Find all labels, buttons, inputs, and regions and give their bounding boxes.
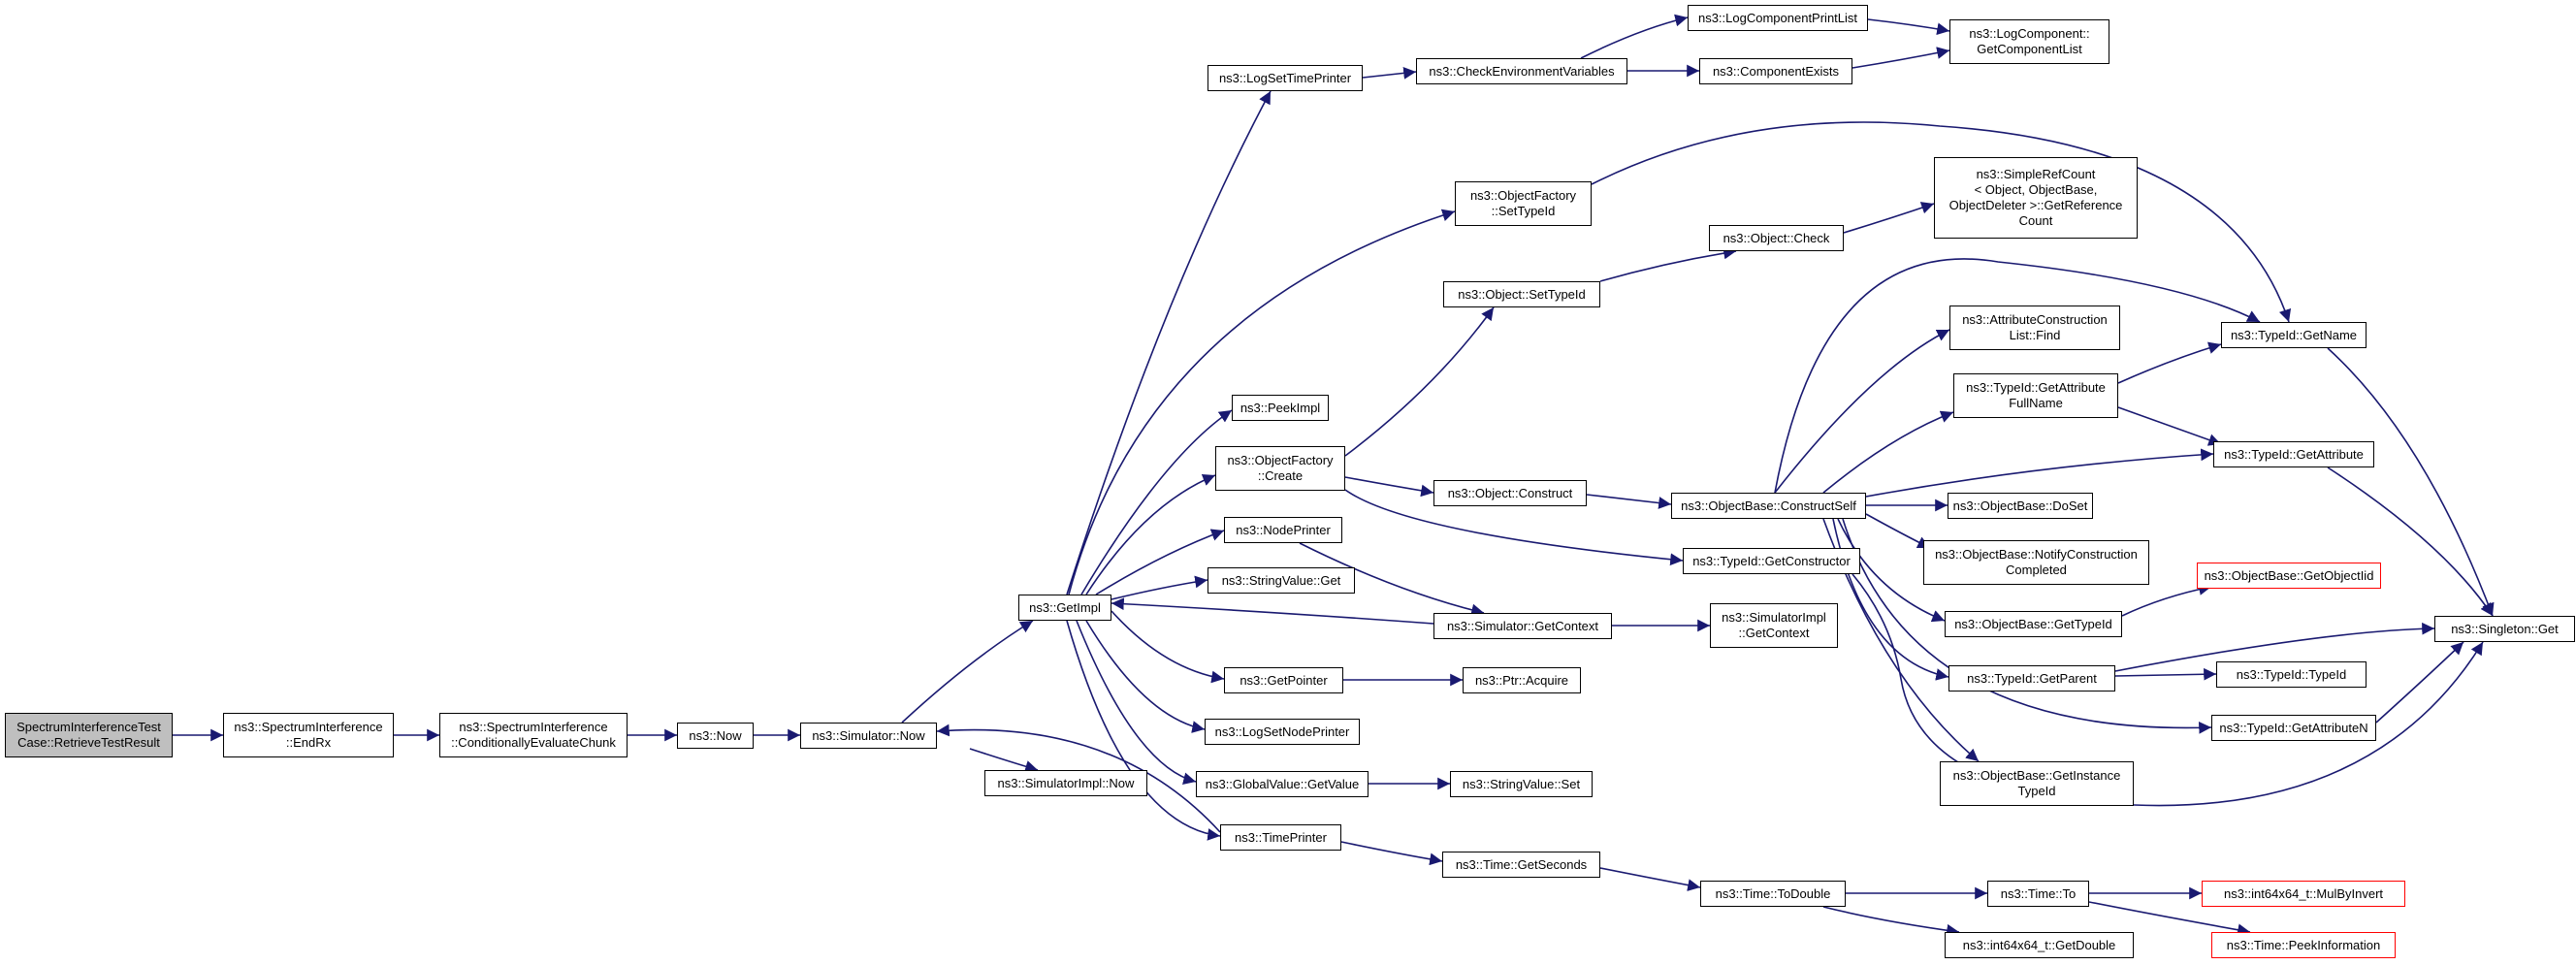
edge-getimpl-stringvalueget xyxy=(1111,575,1208,600)
edge-ofcreate-tidgetconstructor xyxy=(1344,489,1684,566)
edge-objcheck-simplerefcount xyxy=(1843,202,1935,234)
node-type-id-get-attribute[interactable]: ns3::TypeId::GetAttribute xyxy=(2213,441,2374,467)
edge-obconstructself-attrconstrfind xyxy=(1774,329,1950,494)
node-get-impl[interactable]: ns3::GetImpl xyxy=(1018,595,1111,621)
edge-tidgetattr-singletonget xyxy=(2327,466,2494,617)
edge-tidgetname-singletonget xyxy=(2327,347,2495,617)
node-get-pointer[interactable]: ns3::GetPointer xyxy=(1224,667,1343,693)
node-object-base-get-instance-type-id[interactable]: ns3::ObjectBase::GetInstance TypeId xyxy=(1940,761,2134,806)
edge-getimpl-getpointer xyxy=(1111,610,1225,684)
node-object-base-construct-self[interactable]: ns3::ObjectBase::ConstructSelf xyxy=(1671,493,1866,519)
node-time-get-seconds[interactable]: ns3::Time::GetSeconds xyxy=(1442,852,1600,878)
edge-getimpl-logsettimeprinter xyxy=(1066,90,1272,595)
edge-obconstructself-obgettypeid xyxy=(1837,518,1946,623)
edge-objsettypeid-objcheck xyxy=(1599,246,1737,282)
node-int64x64-get-double[interactable]: ns3::int64x64_t::GetDouble xyxy=(1945,932,2134,958)
node-log-set-time-printer[interactable]: ns3::LogSetTimePrinter xyxy=(1208,65,1363,91)
node-object-factory-set-type-id[interactable]: ns3::ObjectFactory ::SetTypeId xyxy=(1455,181,1592,226)
node-log-component-print-list[interactable]: ns3::LogComponentPrintList xyxy=(1688,5,1868,31)
node-simulator-impl-get-context[interactable]: ns3::SimulatorImpl ::GetContext xyxy=(1710,603,1838,648)
node-int64x64-mul-by-invert[interactable]: ns3::int64x64_t::MulByInvert xyxy=(2202,881,2405,907)
edge-timeprinter-simnow xyxy=(936,724,1221,833)
edge-timeto-peekinfo xyxy=(2088,901,2251,937)
edge-timegetseconds-timetodouble xyxy=(1599,867,1701,891)
edge-getimpl-peekimpl xyxy=(1080,409,1233,595)
node-attribute-construction-list-find[interactable]: ns3::AttributeConstruction List::Find xyxy=(1949,306,2120,350)
edge-tidgetattrn-singletonget xyxy=(2375,641,2464,724)
edge-getimpl-gvgetvalue xyxy=(1076,620,1197,786)
node-simulator-impl-now[interactable]: ns3::SimulatorImpl::Now xyxy=(984,770,1147,796)
edge-obgettypeid-obgetobjectiid xyxy=(2121,583,2212,617)
node-ptr-acquire[interactable]: ns3::Ptr::Acquire xyxy=(1463,667,1581,693)
edge-obconstructself-tidgetattr xyxy=(1865,448,2214,498)
edge-simnow-simimplnow xyxy=(969,748,1039,773)
node-peek-impl[interactable]: ns3::PeekImpl xyxy=(1232,395,1329,421)
node-check-environment-variables[interactable]: ns3::CheckEnvironmentVariables xyxy=(1416,58,1627,84)
node-object-construct[interactable]: ns3::Object::Construct xyxy=(1433,480,1587,506)
edge-timetodouble-getdouble xyxy=(1822,906,1960,937)
edge-logcompprintlist-getcomplist xyxy=(1867,18,1950,36)
edge-getimpl-ofsettypeid xyxy=(1068,209,1456,595)
edge-ofcreate-objsettypeid xyxy=(1344,306,1495,457)
node-simulator-now[interactable]: ns3::Simulator::Now xyxy=(800,723,937,749)
node-type-id-get-attribute-full-name[interactable]: ns3::TypeId::GetAttribute FullName xyxy=(1953,373,2118,418)
edge-obconstructself-obnotify xyxy=(1865,513,1931,549)
edge-checkenv-logcompprintlist xyxy=(1580,14,1689,59)
edge-compexists-getcomplist xyxy=(1852,47,1950,69)
edge-objconstruct-obconstructself xyxy=(1586,494,1672,509)
node-singleton-get[interactable]: ns3::Singleton::Get xyxy=(2434,616,2575,642)
node-string-value-set[interactable]: ns3::StringValue::Set xyxy=(1450,771,1593,797)
edge-tidgetparent-singletonget xyxy=(2114,622,2435,672)
node-time-to[interactable]: ns3::Time::To xyxy=(1987,881,2089,907)
node-component-exists[interactable]: ns3::ComponentExists xyxy=(1699,58,1852,84)
node-global-value-get-value[interactable]: ns3::GlobalValue::GetValue xyxy=(1196,771,1368,797)
node-simple-ref-count-get-reference-count[interactable]: ns3::SimpleRefCount < Object, ObjectBase… xyxy=(1934,157,2138,239)
edge-nodeprinter-simgetcontext xyxy=(1299,542,1485,617)
node-type-id-get-name[interactable]: ns3::TypeId::GetName xyxy=(2221,322,2367,348)
node-simulator-get-context[interactable]: ns3::Simulator::GetContext xyxy=(1433,613,1612,639)
edge-timeprinter-timegetseconds xyxy=(1340,841,1443,866)
edge-getimpl-logsetnodeprinter xyxy=(1085,620,1206,733)
node-now[interactable]: ns3::Now xyxy=(677,723,754,749)
edge-obconstructself-tidgetname xyxy=(1774,258,2261,494)
node-object-base-do-set[interactable]: ns3::ObjectBase::DoSet xyxy=(1948,493,2093,519)
node-get-component-list[interactable]: ns3::LogComponent:: GetComponentList xyxy=(1949,19,2109,64)
node-type-id-type-id[interactable]: ns3::TypeId::TypeId xyxy=(2216,661,2367,688)
edge-obconstructself-tidgetattrfullname xyxy=(1822,410,1954,494)
node-object-factory-create[interactable]: ns3::ObjectFactory ::Create xyxy=(1215,446,1345,491)
node-object-check[interactable]: ns3::Object::Check xyxy=(1709,225,1844,251)
node-spectrum-interference-test-retrieve-test-result[interactable]: SpectrumInterferenceTest Case::RetrieveT… xyxy=(5,713,173,757)
edge-ofcreate-objconstruct xyxy=(1344,476,1434,498)
node-object-base-get-object-iid[interactable]: ns3::ObjectBase::GetObjectIid xyxy=(2197,563,2381,589)
edge-ofsettypeid-tidgetname xyxy=(1591,121,2292,323)
node-object-base-get-type-id[interactable]: ns3::ObjectBase::GetTypeId xyxy=(1945,611,2122,637)
node-object-base-notify-construction-completed[interactable]: ns3::ObjectBase::NotifyConstruction Comp… xyxy=(1923,540,2149,585)
node-spectrum-interference-endrx[interactable]: ns3::SpectrumInterference ::EndRx xyxy=(223,713,394,757)
node-type-id-get-attribute-n[interactable]: ns3::TypeId::GetAttributeN xyxy=(2211,715,2376,741)
node-time-peek-information[interactable]: ns3::Time::PeekInformation xyxy=(2211,932,2396,958)
edge-tidgetparent-tidtypeid xyxy=(2114,667,2217,681)
edge-simnow-getimpl xyxy=(901,620,1034,724)
edge-simgetcontext-getimpl xyxy=(1111,597,1434,625)
node-node-printer[interactable]: ns3::NodePrinter xyxy=(1224,517,1342,543)
node-conditionally-evaluate-chunk[interactable]: ns3::SpectrumInterference ::Conditionall… xyxy=(439,713,628,757)
edge-tidgetattrfullname-tidgetname xyxy=(2117,341,2222,384)
node-string-value-get[interactable]: ns3::StringValue::Get xyxy=(1208,567,1355,594)
edge-tidgetattrfullname-tidgetattr xyxy=(2117,406,2222,446)
node-object-set-type-id[interactable]: ns3::Object::SetTypeId xyxy=(1443,281,1600,307)
edge-getimpl-ofcreate xyxy=(1085,473,1216,595)
edge-getimpl-nodeprinter xyxy=(1095,529,1225,595)
node-time-to-double[interactable]: ns3::Time::ToDouble xyxy=(1700,881,1846,907)
node-time-printer[interactable]: ns3::TimePrinter xyxy=(1220,824,1341,851)
edge-logsettimeprinter-checkenv xyxy=(1362,67,1417,80)
node-type-id-get-constructor[interactable]: ns3::TypeId::GetConstructor xyxy=(1683,548,1860,574)
node-type-id-get-parent[interactable]: ns3::TypeId::GetParent xyxy=(1948,665,2115,692)
node-log-set-node-printer[interactable]: ns3::LogSetNodePrinter xyxy=(1205,719,1360,745)
